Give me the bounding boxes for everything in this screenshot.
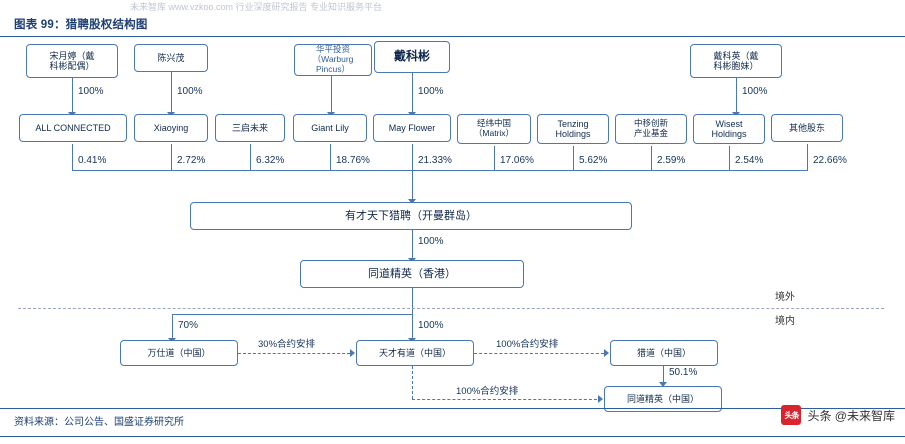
node-entity-matrix[interactable]: 经纬中国 （Matrix） (457, 114, 531, 144)
hk-split-bus (172, 314, 413, 315)
node-shareholder-song[interactable]: 宋月婷（戴 科彬配偶） (26, 44, 118, 78)
pct-daikeying: 100% (742, 86, 768, 97)
label-onshore: 境内 (775, 316, 795, 327)
node-cn-liedao[interactable]: 猎道（中国） (610, 340, 718, 366)
pct-daikebin: 100% (418, 86, 444, 97)
node-entity-other[interactable]: 其他股东 (771, 114, 843, 142)
title-divider (0, 14, 905, 37)
ownership-pct-4: 18.76% (336, 155, 370, 166)
bus-line (72, 170, 808, 171)
pct-song: 100% (78, 86, 104, 97)
ownership-pct-7: 5.62% (579, 155, 608, 166)
pct-sub-100: 100% (418, 320, 444, 331)
node-cn-tongdao-jingying[interactable]: 同道精英（中国） (604, 386, 722, 412)
leg-e7 (573, 146, 574, 170)
chart-title: 图表 99：猎聘股权结构图 (14, 19, 148, 31)
connector-daikebin (412, 73, 413, 114)
ownership-pct-6: 17.06% (500, 155, 534, 166)
arrowhead-agree-100a (604, 349, 609, 357)
pct-listco-hk: 100% (418, 236, 444, 247)
dashed-tiancai-down (412, 366, 413, 399)
leg-e3 (250, 144, 251, 170)
leg-e5 (412, 144, 413, 170)
connector-listco-hk (412, 230, 413, 260)
node-shareholder-warburg[interactable]: 华平投资 （Warburg Pincus） (294, 44, 372, 76)
hk-left-leg (172, 314, 173, 340)
watermark-text: 头条 @未来智库 (807, 408, 895, 423)
node-shareholder-daikeying[interactable]: 戴科英（戴 科彬胞妹） (690, 44, 782, 78)
ownership-pct-10: 22.66% (813, 155, 847, 166)
toutiao-logo-icon: 头条 (781, 405, 802, 425)
node-shareholder-daikebin[interactable]: 戴科彬 (374, 41, 450, 73)
label-agree-100a: 100%合约安排 (496, 339, 559, 350)
node-cn-tiancaiyoudao[interactable]: 天才有道（中国） (356, 340, 474, 366)
node-entity-tenzing[interactable]: Tenzing Holdings (537, 114, 609, 144)
liedao-to-tongdao (663, 366, 664, 386)
pct-sub-70: 70% (178, 320, 199, 331)
leg-e8 (651, 146, 652, 170)
connector-daikeying (736, 78, 737, 114)
dashed-wanshidao-to-tiancai (238, 353, 350, 354)
leg-e4 (330, 144, 331, 170)
ownership-pct-5: 21.33% (418, 155, 452, 166)
arrowhead-50-1 (659, 382, 667, 387)
node-hk-entity[interactable]: 同道精英（香港） (300, 260, 524, 288)
bus-drop-to-listco (412, 170, 413, 202)
arrowhead-agree-30 (350, 349, 355, 357)
ownership-pct-3: 6.32% (256, 155, 285, 166)
hk-drop (412, 288, 413, 314)
footer-divider (0, 408, 905, 409)
leg-e6 (494, 146, 495, 170)
hk-center-leg (412, 314, 413, 340)
leg-e10 (807, 144, 808, 170)
dashed-tiancai-to-liedao (474, 353, 604, 354)
node-entity-all-connected[interactable]: ALL CONNECTED (19, 114, 127, 142)
node-entity-may-flower[interactable]: May Flower (373, 114, 451, 142)
node-shareholder-chen[interactable]: 陈兴茂 (134, 44, 208, 72)
node-entity-giant-lily[interactable]: Giant Lily (293, 114, 367, 142)
node-entity-cmcc-fund[interactable]: 中移创新 产业基金 (615, 114, 687, 144)
watermark: 头条 头条 @未来智库 (781, 405, 895, 425)
ownership-pct-9: 2.54% (735, 155, 764, 166)
source-note: 资料来源：公司公告、国盛证券研究所 (14, 417, 184, 428)
dashed-tiancai-to-tongdao (412, 399, 602, 400)
pct-chen: 100% (177, 86, 203, 97)
leg-e2 (171, 144, 172, 170)
leg-e1 (72, 144, 73, 170)
arrowhead-listco (408, 199, 416, 204)
connector-chen (171, 72, 172, 114)
arrowhead-agree-100b (598, 395, 603, 403)
connector-song (72, 78, 73, 114)
page-top-faded-text: 未来智库 www.vzkoo.com 行业深度研究报告 专业知识服务平台 (130, 2, 383, 12)
node-entity-xiaoying[interactable]: Xiaoying (134, 114, 208, 142)
label-agree-30: 30%合约安排 (258, 339, 316, 350)
node-cn-wanshidao[interactable]: 万仕道（中国） (120, 340, 238, 366)
jurisdiction-divider (18, 308, 884, 309)
ownership-pct-8: 2.59% (657, 155, 686, 166)
leg-e9 (729, 146, 730, 170)
ownership-pct-2: 2.72% (177, 155, 206, 166)
ownership-pct-1: 0.41% (78, 155, 107, 166)
label-offshore: 境外 (775, 292, 795, 303)
node-entity-wisest[interactable]: Wisest Holdings (693, 114, 765, 144)
label-agree-50-1: 50.1% (669, 367, 698, 378)
connector-warburg (331, 76, 332, 114)
node-entity-sanqi[interactable]: 三启未来 (215, 114, 285, 142)
label-agree-100b: 100%合约安排 (456, 386, 519, 397)
node-listco-cayman[interactable]: 有才天下猎聘（开曼群岛） (190, 202, 632, 230)
footer-divider-bottom (0, 436, 905, 437)
